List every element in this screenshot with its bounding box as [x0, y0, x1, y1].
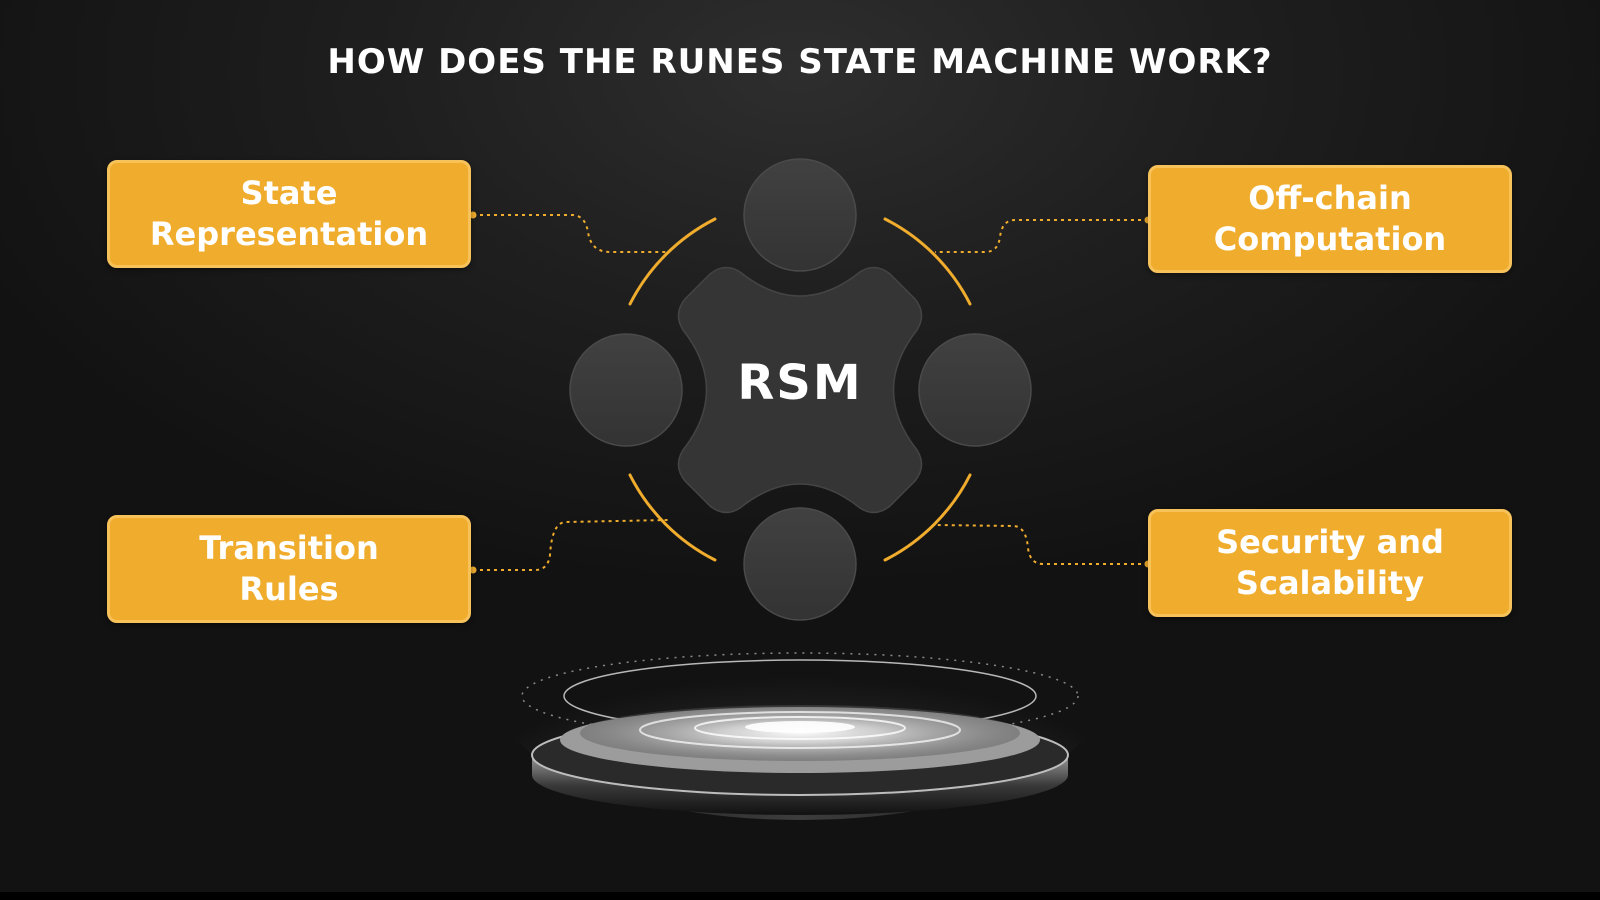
connector-top-right [935, 219, 1148, 253]
connector-bottom-right [934, 524, 1148, 565]
node-left [569, 333, 683, 447]
podium [521, 652, 1079, 815]
arc-top-left [628, 217, 717, 306]
box-transition-rules: Transition Rules [107, 515, 471, 623]
connector-top-left [473, 214, 668, 253]
box-state-representation: State Representation [107, 160, 471, 268]
box-security-and-scalability: Security and Scalability [1148, 509, 1512, 617]
orbit-arcs [628, 217, 972, 562]
box-off-chain-computation: Off-chain Computation [1148, 165, 1512, 273]
rsm-label: RSM [737, 355, 863, 411]
arc-top-right [883, 217, 972, 306]
node-right [918, 333, 1032, 447]
rsm-core-shape [677, 266, 923, 514]
node-top [743, 158, 857, 272]
satellite-nodes [569, 158, 1032, 621]
arc-bottom-right [883, 473, 972, 562]
connectors [473, 214, 1148, 571]
podium-inner-ring-1 [639, 711, 961, 749]
arc-bottom-left [628, 473, 717, 562]
page-title: HOW DOES THE RUNES STATE MACHINE WORK? [327, 42, 1273, 82]
podium-inner-ring-2 [694, 716, 906, 740]
connector-bottom-left [473, 519, 669, 571]
podium-center-light [745, 721, 855, 733]
node-bottom [743, 507, 857, 621]
podium-dotted-ring [521, 652, 1079, 740]
